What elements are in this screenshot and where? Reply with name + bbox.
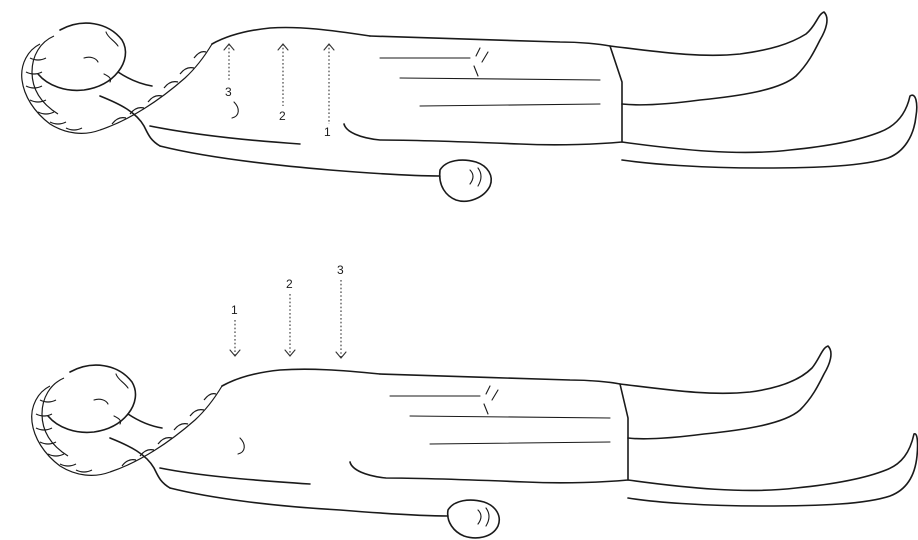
bottom-figure-head [32,365,222,475]
top-arrow-3-label: 3 [225,85,232,99]
top-arrow-1: 1 [324,44,334,139]
bottom-arrow-3-label: 3 [337,263,344,277]
bottom-arrow-3: 3 [336,263,346,358]
top-arrow-3: 3 [224,44,234,99]
bottom-arrow-1-label: 1 [231,303,238,317]
bottom-figure [32,346,918,538]
bottom-arrow-1: 1 [230,303,240,356]
top-figure [22,12,917,201]
bottom-arrow-2: 2 [285,277,295,356]
top-arrow-2-label: 2 [279,109,286,123]
top-figure-head [22,23,212,133]
top-arrow-1-label: 1 [324,125,331,139]
bottom-arrow-2-label: 2 [286,277,293,291]
top-arrow-2: 2 [278,44,288,123]
